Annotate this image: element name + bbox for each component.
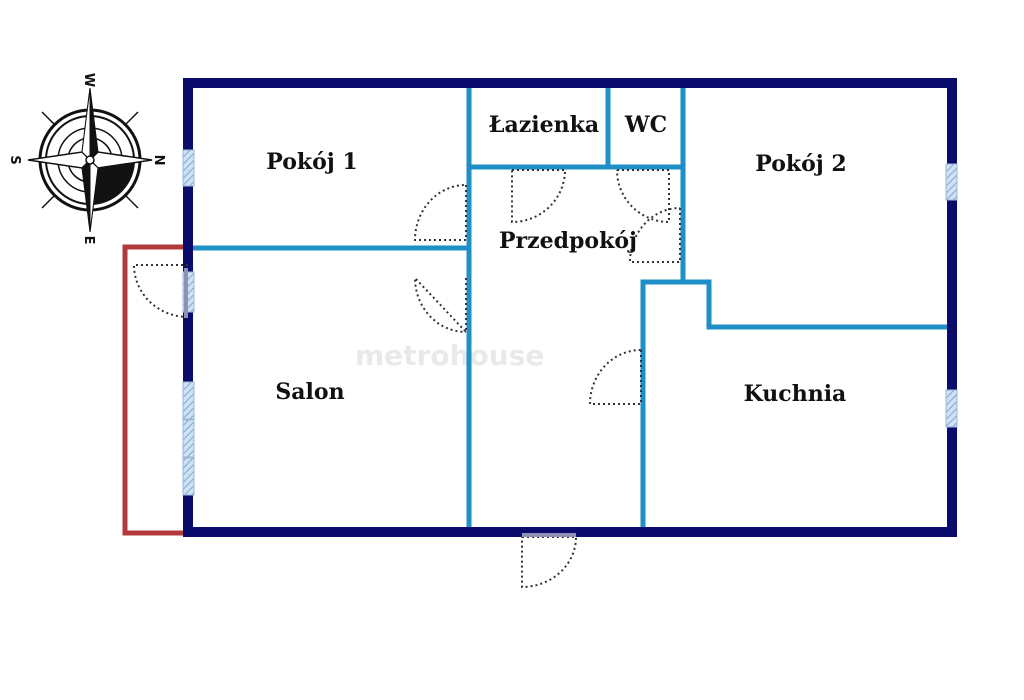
window-salon-1 bbox=[182, 271, 195, 313]
compass-icon bbox=[27, 87, 153, 233]
room-label-przedpokoj: Przedpokój bbox=[499, 228, 637, 254]
door-entrance bbox=[521, 536, 578, 589]
room-label-kuchnia: Kuchnia bbox=[744, 381, 847, 407]
window-pokoj1 bbox=[182, 149, 195, 187]
door-wc bbox=[616, 169, 670, 224]
inner-walls bbox=[190, 85, 948, 530]
door-balcony bbox=[132, 264, 189, 318]
room-label-pokoj1: Pokój 1 bbox=[266, 149, 357, 175]
door-lazienka bbox=[511, 169, 567, 224]
room-label-lazienka: Łazienka bbox=[489, 112, 599, 138]
doors bbox=[132, 169, 681, 589]
window-pokoj2 bbox=[945, 163, 958, 201]
compass-north: N bbox=[151, 155, 166, 166]
door-salon bbox=[413, 275, 467, 335]
room-label-pokoj2: Pokój 2 bbox=[755, 151, 846, 177]
window-salon-4 bbox=[182, 457, 195, 496]
windows bbox=[182, 149, 958, 496]
door-pokoj2 bbox=[628, 207, 681, 263]
window-salon-3 bbox=[182, 419, 195, 458]
room-label-salon: Salon bbox=[275, 379, 344, 405]
compass-rose: N S E W bbox=[7, 73, 166, 245]
door-pokoj1 bbox=[413, 184, 467, 241]
room-label-wc: WC bbox=[624, 112, 667, 138]
compass-east: E bbox=[81, 236, 96, 245]
window-kuchnia bbox=[945, 389, 958, 428]
compass-west: W bbox=[81, 73, 96, 87]
compass-south: S bbox=[7, 155, 22, 164]
watermark: metrohouse bbox=[355, 339, 544, 372]
balcony-outline bbox=[122, 244, 185, 536]
window-salon-2 bbox=[182, 381, 195, 420]
door-kuchnia bbox=[588, 349, 642, 405]
